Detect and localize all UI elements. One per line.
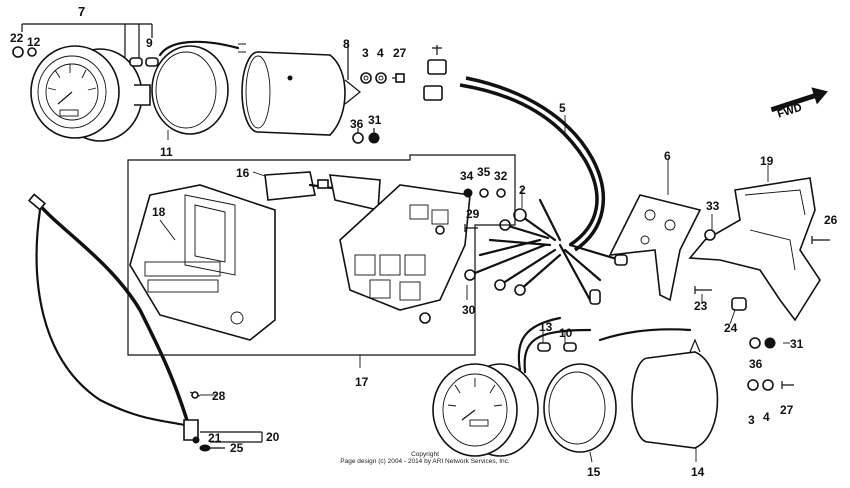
copyright-line: Copyright [411, 451, 439, 458]
callout-10: 10 [559, 326, 573, 340]
callout-6: 6 [664, 149, 671, 163]
callout-35: 35 [477, 165, 491, 179]
screw-23 [694, 286, 712, 294]
tachometer-assembly [432, 316, 592, 457]
grommet-24 [731, 297, 747, 311]
callout-numbers: 7 22 12 9 11 8 3 4 27 36 31 5 2 6 19 16 … [10, 4, 838, 479]
meter-bracket [608, 194, 702, 302]
callout-3a: 3 [362, 46, 369, 60]
callout-27a: 27 [393, 46, 407, 60]
indicator-switch [264, 171, 381, 211]
screw-29 [464, 224, 478, 232]
washer-4b [762, 379, 774, 391]
screw-27b [781, 381, 794, 389]
callout-31b: 31 [790, 337, 804, 351]
bolt-33 [704, 229, 716, 241]
callout-19: 19 [760, 154, 774, 168]
screw-26 [811, 236, 830, 244]
callout-15: 15 [587, 465, 601, 479]
callout-4b: 4 [763, 410, 770, 424]
callout-34: 34 [460, 169, 474, 183]
callout-25: 25 [230, 441, 244, 455]
callout-4a: 4 [377, 46, 384, 60]
page-design-credit: Page design (c) 2004 - 2014 by ARI Netwo… [340, 458, 510, 465]
callout-27b: 27 [780, 403, 794, 417]
nut-31b [764, 337, 776, 349]
callout-22: 22 [10, 31, 24, 45]
speedometer-case-ring [151, 40, 246, 135]
meter-panel [129, 184, 276, 341]
callout-28: 28 [212, 389, 226, 403]
callout-30: 30 [462, 303, 476, 317]
speedometer-assembly [12, 23, 159, 142]
callout-29: 29 [466, 207, 480, 221]
tachometer-case-ring [543, 363, 617, 453]
callout-36b: 36 [749, 357, 763, 371]
tachometer-cup [598, 328, 719, 449]
speedometer-cup [241, 40, 361, 136]
panel-group-box [127, 154, 516, 356]
speedometer-cable [27, 193, 263, 452]
callout-9: 9 [146, 36, 153, 50]
leader-lines [159, 115, 790, 463]
callout-33: 33 [706, 199, 720, 213]
callout-23: 23 [694, 299, 708, 313]
callout-16: 16 [236, 166, 250, 180]
washer-32 [496, 188, 506, 198]
nut-34 [463, 188, 473, 198]
copyright-footer: Copyright Page design (c) 2004 - 2014 by… [0, 451, 850, 465]
callout-32: 32 [494, 169, 508, 183]
indicator-lamp-housing [339, 184, 471, 324]
washer-3b [747, 379, 759, 391]
callout-21: 21 [208, 431, 222, 445]
callout-31a: 31 [368, 113, 382, 127]
callout-5: 5 [559, 101, 566, 115]
callout-24: 24 [724, 321, 738, 335]
callout-8: 8 [343, 37, 350, 51]
washer-36b [749, 337, 761, 349]
callout-26: 26 [824, 213, 838, 227]
callout-14: 14 [691, 465, 705, 479]
callout-36a: 36 [350, 117, 364, 131]
callout-12: 12 [27, 35, 41, 49]
callout-2: 2 [519, 183, 526, 197]
washer-35 [479, 188, 489, 198]
callout-13: 13 [539, 320, 553, 334]
callout-7: 7 [78, 4, 85, 19]
callout-11: 11 [160, 145, 173, 159]
callout-18: 18 [152, 205, 166, 219]
forward-arrow [770, 87, 828, 113]
callout-17: 17 [355, 375, 369, 389]
hardware-top-middle [352, 72, 405, 144]
callout-20: 20 [266, 430, 280, 444]
callout-3b: 3 [748, 413, 755, 427]
wiring-harness [423, 45, 628, 305]
meter-lower-cover [688, 177, 821, 322]
